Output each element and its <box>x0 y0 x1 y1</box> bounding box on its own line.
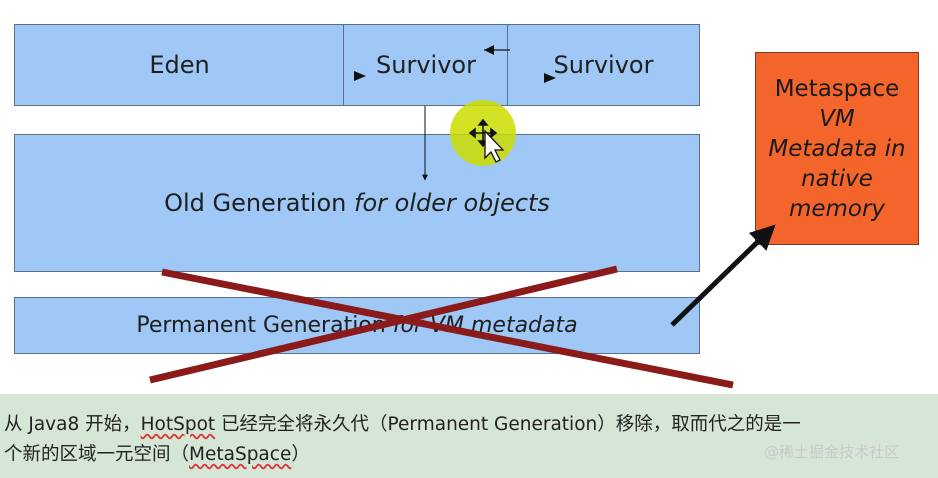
survivor-right-label: Survivor <box>553 51 654 79</box>
metaspace-line-native: native <box>801 165 873 192</box>
metaspace-line-metadata: Metadata in <box>768 135 906 162</box>
survivor-arrow-right-head <box>544 73 556 83</box>
cross-line-1 <box>161 268 734 389</box>
caption-line-2a: 个新的区域一元空间（ <box>4 444 190 465</box>
old-generation-label: Old Generation for older objects <box>164 189 550 217</box>
metaspace-arrow <box>670 224 776 327</box>
metaspace-box: Metaspace VM Metadata in native memory <box>755 52 919 245</box>
pointer-cursor-icon <box>484 129 505 163</box>
old-generation-box: Old Generation for older objects <box>14 134 700 272</box>
caption-part-1: 从 Java8 开始， <box>4 414 141 435</box>
survivor-left-label: Survivor <box>376 51 476 79</box>
diagram-overlay <box>149 45 776 389</box>
survivor-box-left: Survivor <box>343 24 509 106</box>
old-generation-italic-text: for older objects <box>354 189 550 217</box>
eden-label: Eden <box>149 51 210 79</box>
caption: 从 Java8 开始，HotSpot 已经完全将永久代（Permanent Ge… <box>4 410 934 470</box>
cross-line-2 <box>149 265 618 384</box>
caption-metaspace-word: MetaSpace <box>189 444 292 465</box>
move-cursor-icon <box>468 118 498 148</box>
metaspace-line-memory: memory <box>788 195 886 222</box>
caption-line-2b: ） <box>291 444 310 465</box>
eden-box: Eden <box>14 24 345 106</box>
caption-hotspot: HotSpot <box>140 414 216 435</box>
caption-part-2: 已经完全将永久代（Permanent Generation）移除，取而代之的是一 <box>215 414 801 435</box>
permanent-generation-box: Permanent Generation for VM metadata <box>14 297 700 354</box>
survivor-box-right: Survivor <box>507 24 700 106</box>
metaspace-line-vm: VM <box>819 105 855 132</box>
old-generation-main-text: Old Generation <box>164 189 354 217</box>
survivor-arrow-left-head <box>484 45 494 55</box>
survivor-arrow-mid-head <box>354 71 366 81</box>
metaspace-title: Metaspace <box>774 75 900 102</box>
watermark: @稀土掘金技术社区 <box>764 443 900 461</box>
diagram-slide: Eden Survivor Survivor Old Generation fo… <box>0 0 938 394</box>
